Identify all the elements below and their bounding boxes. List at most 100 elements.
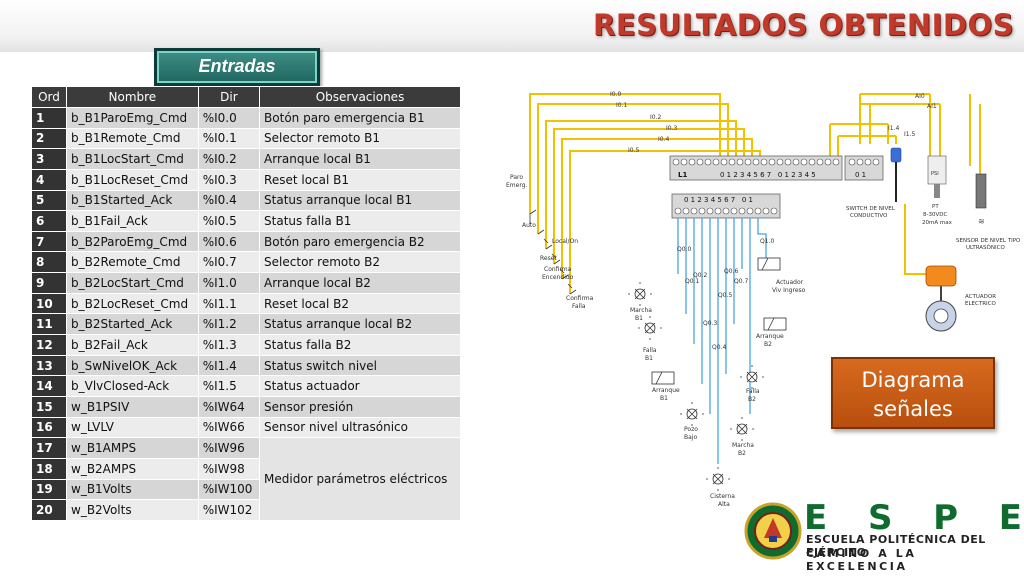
- cell-nombre: b_B2LocReset_Cmd: [66, 292, 199, 315]
- label-q03: Q0.3: [703, 320, 717, 327]
- cell-ord: 16: [31, 416, 67, 439]
- cell-nombre: w_B2Volts: [66, 499, 199, 521]
- load-arranque-b2-2: B2: [764, 341, 772, 348]
- label-q10: Q1.0: [760, 238, 774, 245]
- label-q04: Q0.4: [712, 344, 726, 351]
- cell-ord: 3: [31, 148, 67, 170]
- cell-nombre: w_B1PSIV: [66, 395, 199, 418]
- label-ai0: AI0: [915, 93, 925, 100]
- espe-name: ESCUELA POLITÉCNICA DEL EJÉRCITO: [806, 533, 986, 559]
- input-paro: Paro: [510, 174, 523, 181]
- cell-ord: 4: [31, 168, 67, 191]
- badge-line-1: Diagrama: [861, 368, 965, 392]
- cell-dir: %IW96: [197, 437, 261, 459]
- cell-dir: %I1.1: [197, 292, 261, 315]
- cell-dir: %I1.4: [197, 354, 261, 377]
- cell-observaciones: Reset local B1: [259, 168, 461, 191]
- label-q06: Q0.6: [724, 268, 738, 275]
- cell-observaciones: Sensor nivel ultrasónico: [259, 416, 461, 439]
- cell-nombre: w_B1Volts: [66, 478, 199, 501]
- cell-observaciones: Sensor presión: [259, 395, 461, 418]
- cell-dir: %I0.1: [197, 127, 261, 150]
- psi-label: PSI: [931, 171, 939, 177]
- cell-ord: 20: [31, 499, 67, 521]
- espe-letter-e2: E: [998, 498, 1024, 538]
- cell-observaciones: Botón paro emergencia B1: [259, 107, 461, 129]
- load-falla-b1-2: B1: [645, 355, 653, 362]
- pressure-transmitter-icon: PSI: [927, 155, 947, 198]
- cell-dir: %IW98: [197, 457, 261, 480]
- ultrasonico-label-2: ULTRASÓNICO: [966, 244, 1005, 251]
- header-nombre: Nombre: [66, 86, 199, 108]
- load-marcha-b2-1: Marcha: [732, 442, 754, 449]
- signal-diagram: I0.0 I0.1 I0.2 I0.3 I0.4 I0.5 I1.4 I1.5 …: [506, 91, 1021, 508]
- label-q00: Q0.0: [677, 246, 691, 253]
- wire-i05: [569, 150, 625, 294]
- cell-dir: %I0.0: [197, 107, 261, 129]
- cell-observaciones: Status actuador: [259, 375, 461, 397]
- cell-dir: %I0.3: [197, 168, 261, 191]
- load-cisterna-alta-1: Cisterna: [710, 493, 735, 500]
- cell-dir: %IW66: [197, 416, 261, 439]
- cell-nombre: b_B2Started_Ack: [66, 313, 199, 336]
- cell-nombre: b_SwNivelOK_Ack: [66, 354, 199, 377]
- cell-observaciones: Botón paro emergencia B2: [259, 230, 461, 253]
- load-falla-b1-1: Falla: [643, 347, 657, 354]
- cell-observaciones: Status arranque local B2: [259, 313, 461, 336]
- cell-nombre: b_B2Remote_Cmd: [66, 251, 199, 274]
- load-marcha-b2-2: B2: [738, 450, 746, 457]
- espe-letter-e1: E: [804, 498, 830, 538]
- input-confirma-encendido-1: Confirma: [544, 266, 572, 273]
- plc-output-module: 0 1 2 3 4 5 6 7 0 1: [671, 193, 781, 219]
- input-confirma-encendido-2: Encendido: [542, 274, 574, 281]
- plc-output-digits: 0 1 2 3 4 5 6 7 0 1: [684, 196, 753, 204]
- plc-input-digits: 0 1 2 3 4 5 6 7 0 1 2 3 4 5: [720, 171, 816, 179]
- cell-dir: %IW64: [197, 395, 261, 418]
- espe-motto: CAMINO A LA EXCELENCIA: [806, 547, 917, 573]
- cell-nombre: b_B1Started_Ack: [66, 189, 199, 212]
- label-q07: Q0.7: [734, 278, 748, 285]
- load-arranque-b2-1: Arranque: [756, 333, 784, 340]
- espe-wordmark: E S P E: [804, 498, 1024, 538]
- load-arranque-b1-1: Arranque: [652, 387, 680, 394]
- label-i02: I0.2: [650, 114, 661, 121]
- svg-text:≋: ≋: [978, 217, 985, 226]
- cell-nombre: b_B1ParoEmg_Cmd: [66, 107, 199, 129]
- load-arranque-b1-2: B1: [660, 395, 668, 402]
- cell-observaciones: Arranque local B1: [259, 148, 461, 170]
- load-actuador-2: Viv Ingreso: [772, 287, 806, 294]
- lamp-falla-b2-icon: [740, 365, 764, 389]
- cell-ord: 2: [31, 127, 67, 150]
- espe-crest-icon: [744, 502, 802, 560]
- cell-dir: %I1.3: [197, 334, 261, 356]
- label-q01: Q0.1: [685, 278, 699, 285]
- coil-arranque-b2-icon: [763, 317, 787, 331]
- cell-observaciones-merged: Medidor parámetros eléctricos: [259, 437, 461, 521]
- label-i14: I1.4: [888, 125, 899, 132]
- lamp-pozo-bajo-icon: [680, 402, 704, 426]
- cell-nombre: b_VlvClosed-Ack: [66, 375, 199, 397]
- cell-nombre: b_B1Fail_Ack: [66, 210, 199, 232]
- cell-ord: 11: [31, 313, 67, 336]
- label-i01: I0.1: [616, 102, 627, 109]
- cell-nombre: b_B1LocReset_Cmd: [66, 168, 199, 191]
- cell-observaciones: Status arranque local B1: [259, 189, 461, 212]
- espe-logo: E S P E ESCUELA POLITÉCNICA DEL EJÉRCITO…: [740, 498, 1024, 576]
- plc-l1-label: L1: [678, 171, 687, 179]
- cell-dir: %I1.0: [197, 272, 261, 294]
- wire-i02: [545, 120, 630, 249]
- cell-ord: 19: [31, 478, 67, 501]
- input-reset: Reset: [540, 255, 557, 262]
